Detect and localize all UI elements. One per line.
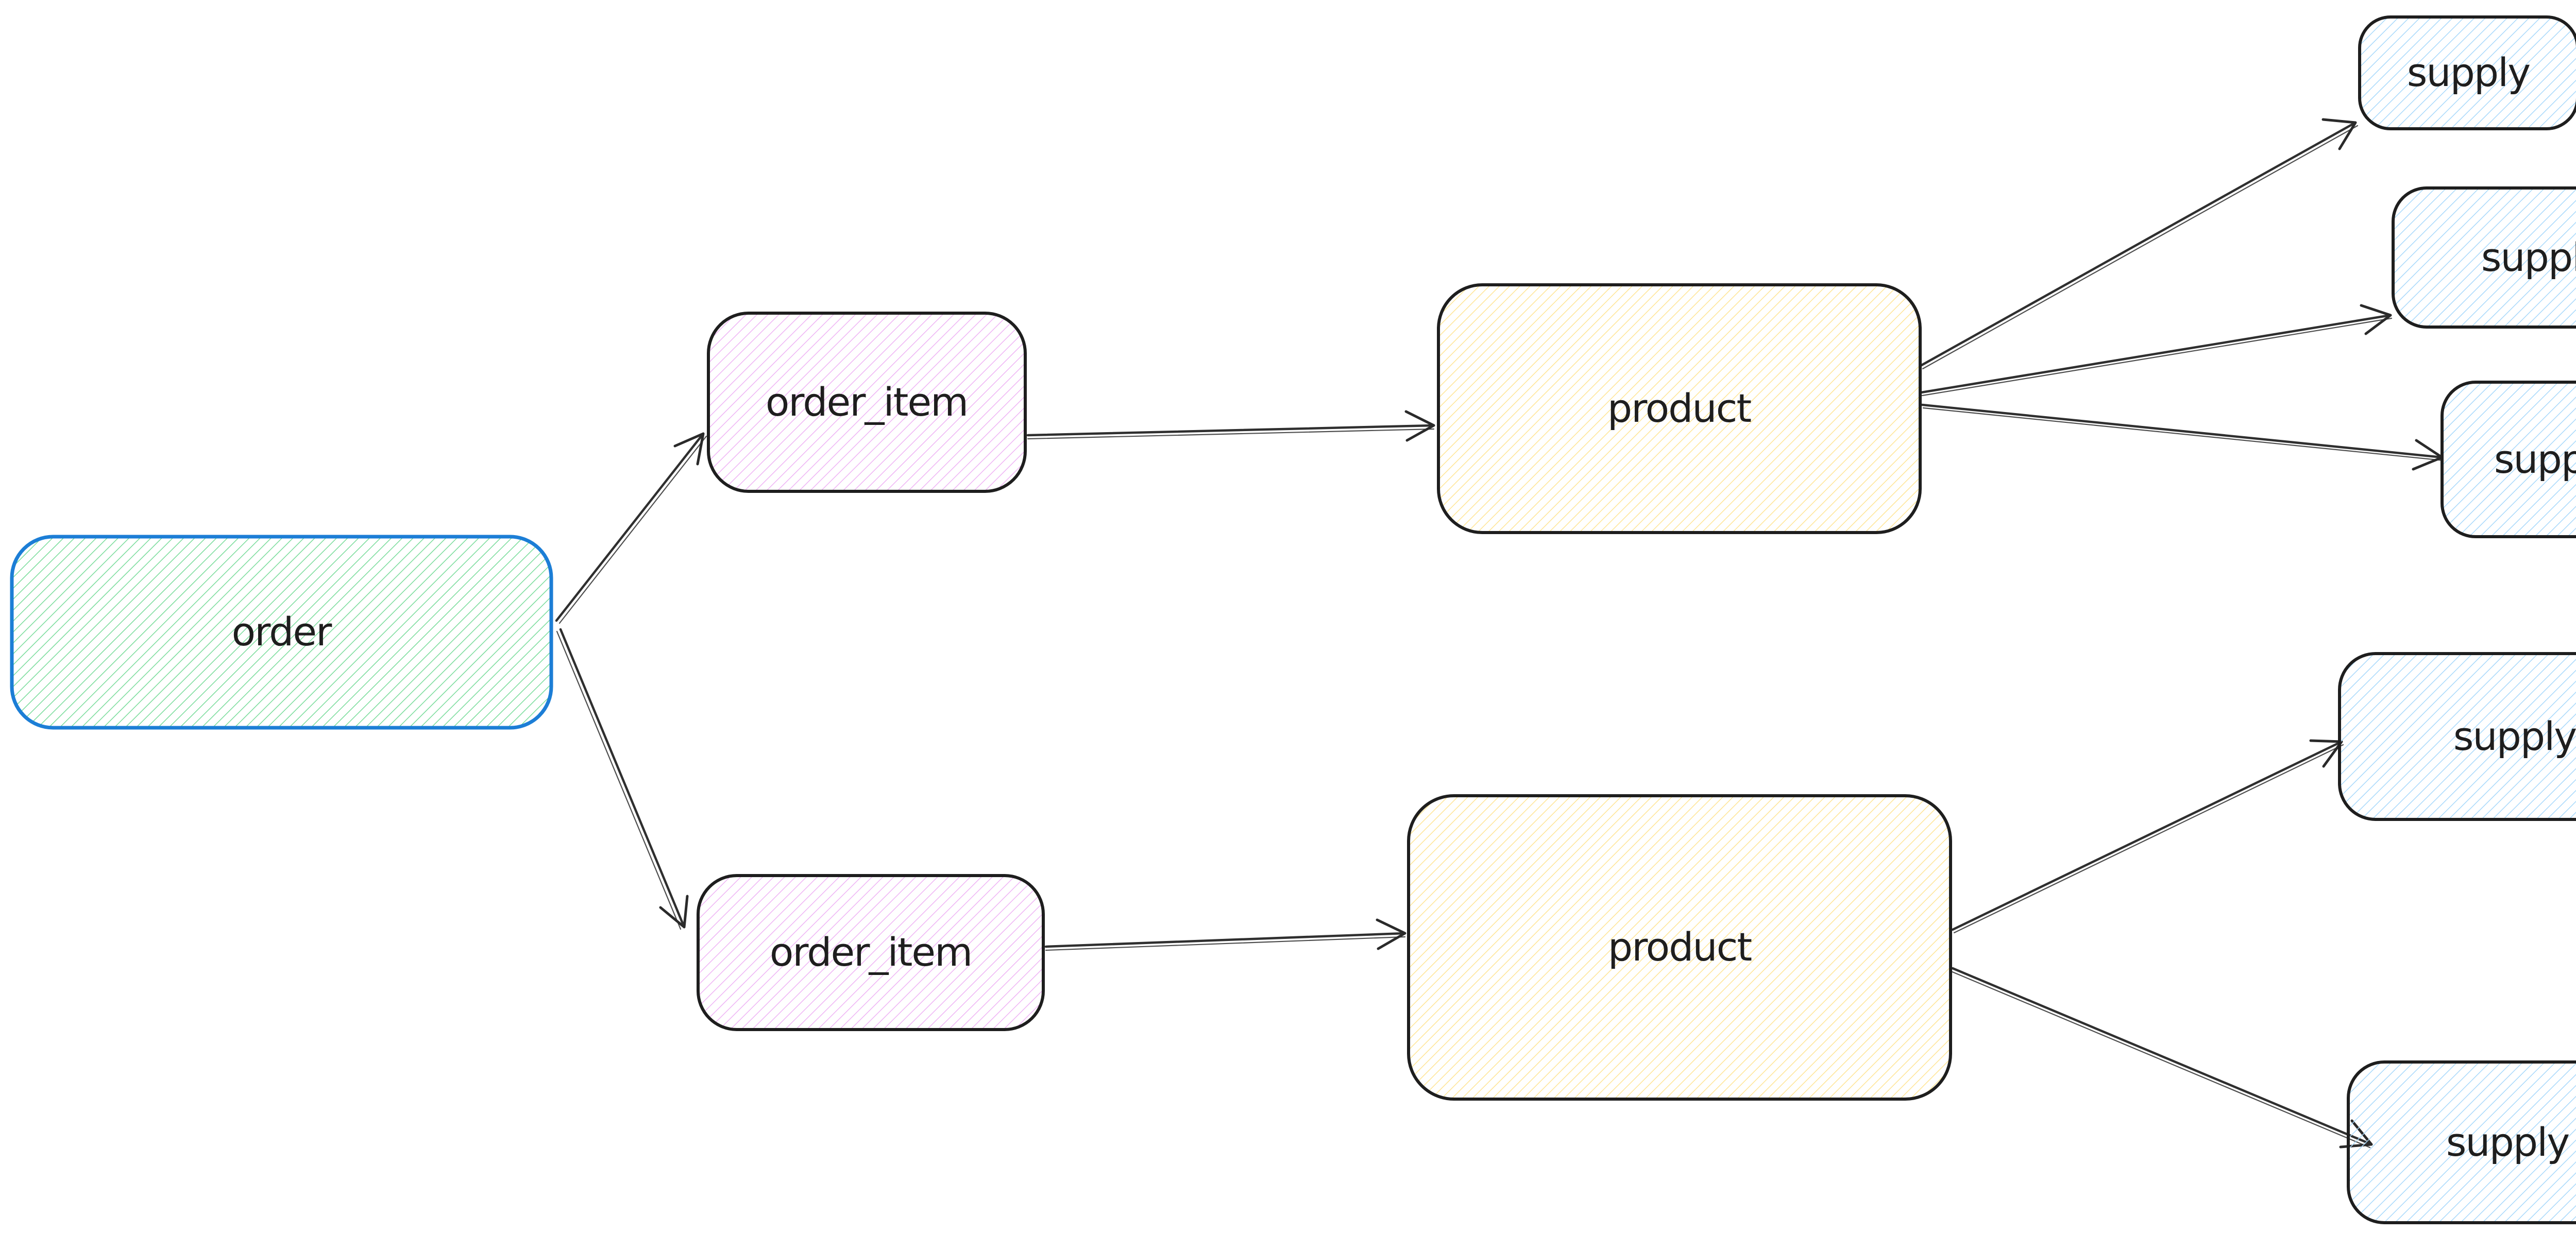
node-product-2[interactable]: product xyxy=(1407,794,1952,1101)
arrow-product-2-to-supply-5[interactable] xyxy=(1950,967,2373,1149)
node-order-item-1[interactable]: order_item xyxy=(707,312,1027,493)
node-supply-1[interactable]: supply xyxy=(2358,15,2576,130)
node-order-item-1-label: order_item xyxy=(766,379,968,425)
arrow-order-item-1-to-product-1[interactable] xyxy=(1026,410,1435,442)
arrow-order-to-order-item-1[interactable] xyxy=(555,432,707,624)
node-product-1[interactable]: product xyxy=(1437,283,1922,534)
node-supply-2-label: supply xyxy=(2481,234,2576,280)
node-supply-4[interactable]: supply xyxy=(2338,652,2576,821)
node-product-1-label: product xyxy=(1607,385,1751,431)
arrow-order-item-2-to-product-2[interactable] xyxy=(1044,918,1406,951)
node-supply-3[interactable]: supply xyxy=(2441,381,2576,538)
node-order-label: order xyxy=(232,609,332,655)
node-order-item-2[interactable]: order_item xyxy=(697,874,1045,1031)
arrow-product-1-to-supply-2[interactable] xyxy=(1920,304,2393,397)
arrow-product-2-to-supply-4[interactable] xyxy=(1951,739,2344,934)
node-supply-3-label: supply xyxy=(2494,436,2576,482)
node-order[interactable]: order xyxy=(10,535,553,730)
node-order-item-2-label: order_item xyxy=(770,929,972,975)
arrow-product-1-to-supply-1[interactable] xyxy=(1919,118,2359,370)
arrow-order-to-order-item-2[interactable] xyxy=(556,628,689,930)
node-supply-5[interactable]: supply xyxy=(2347,1060,2576,1224)
node-product-2-label: product xyxy=(1608,924,1752,970)
node-supply-4-label: supply xyxy=(2453,713,2576,759)
node-supply-1-label: supply xyxy=(2407,49,2530,95)
node-supply-2[interactable]: supply xyxy=(2392,186,2576,329)
node-supply-5-label: supply xyxy=(2446,1119,2569,1165)
arrow-product-1-to-supply-3[interactable] xyxy=(1921,403,2444,471)
